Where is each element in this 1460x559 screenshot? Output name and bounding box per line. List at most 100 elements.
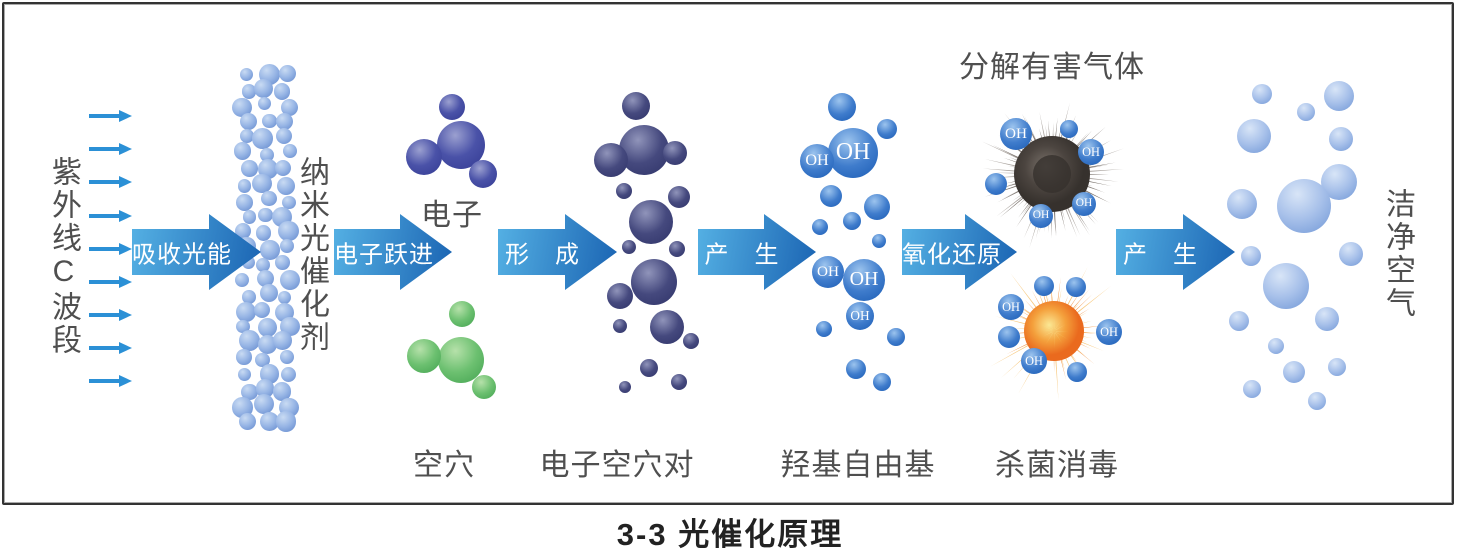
process-arrow-label: 产 生	[1123, 241, 1198, 269]
air-sphere	[1227, 189, 1257, 219]
pair-sphere	[650, 310, 684, 344]
catalyst-particle	[253, 301, 271, 318]
catalyst-particle	[261, 190, 278, 207]
pair-sphere	[613, 319, 627, 333]
electron-hole-pair-label: 电子空穴对	[539, 449, 695, 482]
catalyst-particle	[255, 352, 270, 368]
pair-sphere	[668, 186, 690, 208]
catalyst-particle	[236, 302, 257, 323]
oh-text: OH	[1025, 353, 1043, 368]
hydroxyl-sphere	[846, 359, 866, 379]
hole-sphere	[438, 337, 484, 383]
oh-radical-sphere: OH	[800, 144, 834, 178]
uv-ray-arrow	[89, 110, 132, 123]
oh-radical-sphere: OH	[1000, 118, 1032, 150]
oh-radical-sphere: OH	[1078, 139, 1104, 165]
air-sphere	[1297, 103, 1315, 121]
catalyst-particle	[276, 113, 294, 131]
pair-sphere	[594, 143, 628, 177]
oh-radical-sphere: OH	[1096, 319, 1122, 345]
catalyst-particle	[273, 331, 292, 351]
process-arrow-label: 吸收光能	[132, 241, 232, 269]
catalyst-particle	[275, 411, 297, 433]
oh-radical-sphere: OH	[1021, 348, 1047, 374]
catalyst-particle	[239, 67, 253, 81]
pair-sphere	[671, 374, 687, 390]
uv-ray-arrow	[89, 143, 132, 156]
harmful-gas-urchin	[982, 102, 1124, 249]
catalyst-particle	[278, 65, 296, 83]
catalyst-label: 纳米光催化剂	[295, 156, 328, 354]
catalyst-particle	[280, 366, 297, 383]
catalyst-particle	[242, 290, 256, 304]
catalyst-particle	[283, 144, 297, 158]
pair-sphere	[629, 200, 673, 244]
oh-text: OH	[850, 308, 870, 324]
catalyst-particle	[233, 142, 252, 160]
air-sphere	[1277, 179, 1331, 233]
gas-oh-sphere	[985, 173, 1007, 195]
electron-label: 电子	[421, 199, 483, 232]
oh-radical-sphere: OH	[828, 128, 878, 178]
oh-text: OH	[1032, 209, 1050, 222]
oh-radical-sphere: OH	[846, 302, 874, 330]
uv-ray-arrow	[89, 243, 132, 256]
pair-sphere	[669, 241, 685, 257]
oh-text: OH	[1002, 299, 1020, 314]
catalyst-particle	[257, 334, 277, 355]
sterilize-oh-sphere	[1034, 276, 1054, 296]
sterilize-label: 杀菌消毒	[995, 449, 1119, 482]
catalyst-particle	[274, 83, 291, 100]
oh-text: OH	[835, 139, 871, 166]
uv-ray-arrow	[89, 309, 132, 322]
catalyst-particle	[258, 317, 278, 337]
catalyst-particle	[239, 330, 261, 352]
uv-ray-arrow	[89, 210, 132, 223]
hole-sphere	[449, 301, 475, 327]
air-sphere	[1268, 338, 1284, 354]
oh-radical-sphere: OH	[1072, 192, 1096, 216]
catalyst-particle	[279, 269, 300, 291]
oh-radical-sphere: OH	[812, 256, 844, 288]
pair-sphere	[619, 125, 669, 175]
air-sphere	[1241, 246, 1261, 266]
catalyst-particle	[252, 173, 272, 194]
catalyst-particle	[234, 222, 251, 239]
pair-sphere	[622, 240, 636, 254]
catalyst-particle	[239, 112, 258, 131]
process-arrow-3: 形 成	[498, 214, 617, 290]
catalyst-particle	[275, 127, 292, 144]
oh-radical-sphere: OH	[1029, 204, 1053, 228]
catalyst-particle	[236, 349, 252, 365]
oh-text: OH	[1100, 324, 1118, 339]
oh-text: OH	[1005, 125, 1027, 143]
catalyst-particle	[235, 193, 253, 211]
process-arrow-4: 产 生	[698, 214, 816, 290]
hydroxyl-sphere	[843, 212, 861, 230]
hydroxyl-sphere	[812, 219, 828, 235]
catalyst-particle	[241, 159, 259, 177]
catalyst-particle	[257, 270, 275, 288]
air-sphere	[1328, 358, 1346, 376]
uv-ray-arrow	[89, 342, 132, 355]
decompose-gas-title: 分解有害气体	[959, 51, 1145, 84]
clean-air-label: 洁净空气	[1381, 188, 1414, 320]
catalyst-particle	[236, 319, 250, 333]
oh-text: OH	[805, 151, 829, 169]
catalyst-particle	[277, 176, 296, 195]
hydroxyl-sphere	[864, 194, 890, 220]
catalyst-particle	[234, 273, 250, 288]
germ-burst-ball	[990, 266, 1111, 401]
air-sphere	[1315, 307, 1339, 331]
air-sphere	[1283, 361, 1305, 383]
catalyst-particle	[258, 97, 272, 111]
electron-sphere	[406, 139, 442, 175]
sterilize-oh-sphere	[998, 326, 1020, 348]
pair-sphere	[607, 283, 633, 309]
hydroxyl-sphere	[877, 119, 897, 139]
catalyst-particle	[260, 284, 279, 303]
hydroxyl-sphere	[828, 93, 856, 121]
catalyst-particle	[275, 255, 290, 270]
